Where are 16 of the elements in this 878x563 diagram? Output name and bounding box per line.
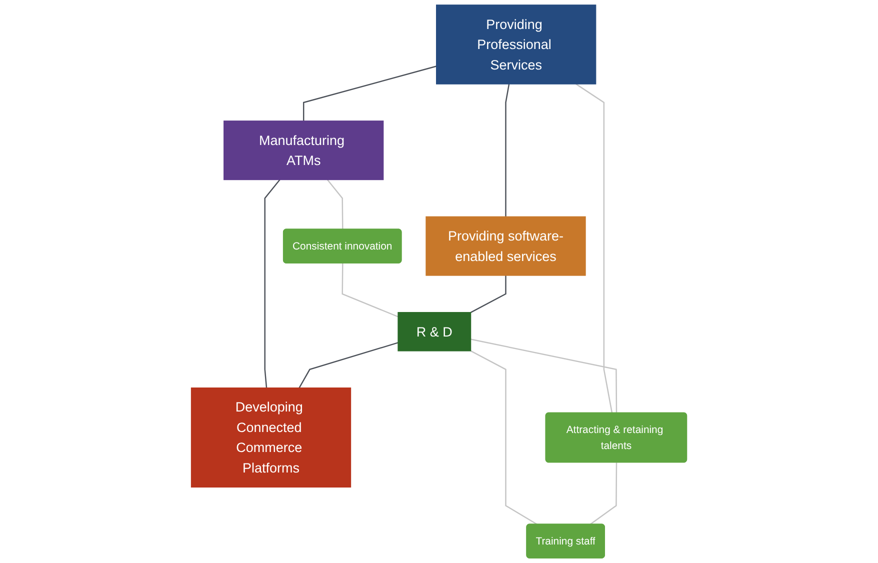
node-box: Providing software-enabled services bbox=[426, 216, 586, 276]
node-box: R & D bbox=[398, 312, 472, 352]
connector bbox=[470, 276, 506, 313]
connector bbox=[470, 350, 538, 525]
connector bbox=[470, 338, 618, 413]
connector bbox=[264, 179, 280, 388]
connector bbox=[505, 84, 510, 217]
node-box: Providing Professional Services bbox=[436, 4, 596, 84]
connector bbox=[342, 263, 398, 318]
connector bbox=[576, 84, 613, 414]
connector bbox=[303, 66, 436, 121]
node-box: Manufacturing ATMs bbox=[224, 120, 384, 180]
connector bbox=[326, 179, 344, 230]
connector bbox=[298, 342, 398, 388]
node-box: Developing Connected Commerce Platforms bbox=[190, 388, 352, 488]
connector bbox=[590, 462, 618, 525]
